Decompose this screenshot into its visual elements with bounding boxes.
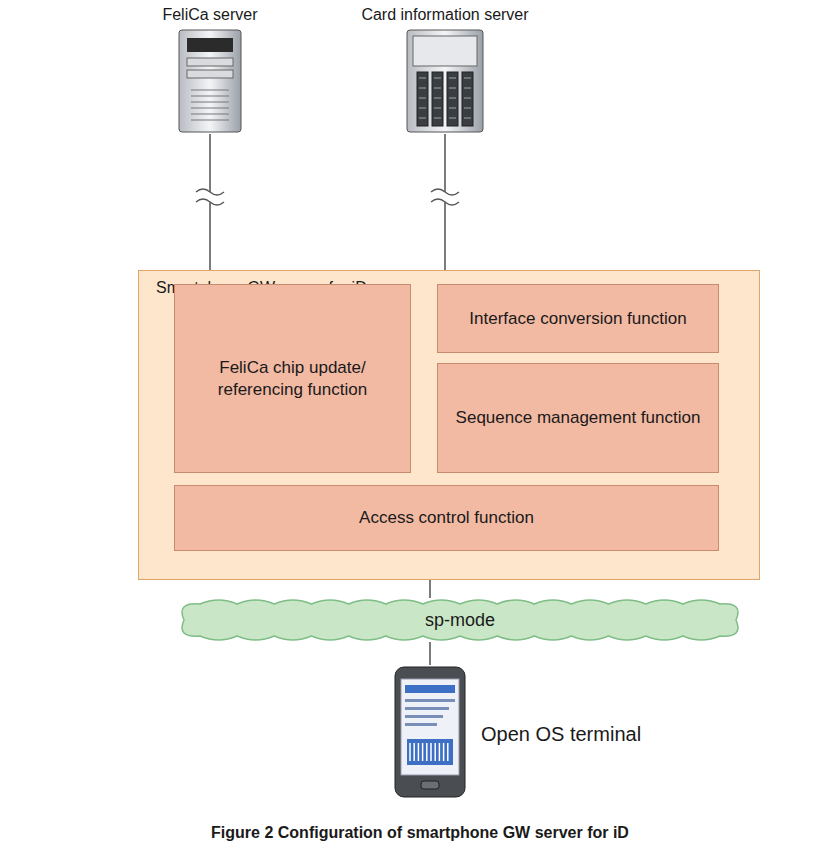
box-label: Access control function (359, 507, 534, 528)
server-label: Card information server (355, 6, 535, 24)
connector-line (429, 642, 430, 665)
server-label: FeliCa server (145, 6, 275, 24)
connector-line (429, 580, 430, 598)
box-label: Sequence management function (456, 407, 701, 428)
server-node: Card information server (355, 6, 535, 136)
figure-caption: Figure 2 Configuration of smartphone GW … (0, 824, 840, 842)
server-icon (177, 28, 243, 134)
terminal-node: Open OS terminal (393, 665, 693, 800)
function-box: Sequence management function (437, 363, 719, 473)
function-box: Interface conversion function (437, 284, 719, 353)
wave-break (196, 189, 459, 205)
function-box: FeliCa chip update/ referencing function (174, 284, 411, 473)
smartphone-icon (393, 665, 469, 800)
box-label: Interface conversion function (469, 308, 686, 329)
server-icon (405, 28, 485, 134)
box-label: FeliCa chip update/ referencing function (185, 357, 400, 400)
network-cloud: sp-mode (178, 598, 742, 642)
server-node: FeliCa server (145, 6, 275, 136)
gateway-server-box: Smartphone GW server for iDFeliCa chip u… (138, 270, 760, 580)
terminal-label: Open OS terminal (481, 723, 641, 746)
box-label: sp-mode (425, 610, 495, 631)
function-box: Access control function (174, 485, 719, 551)
